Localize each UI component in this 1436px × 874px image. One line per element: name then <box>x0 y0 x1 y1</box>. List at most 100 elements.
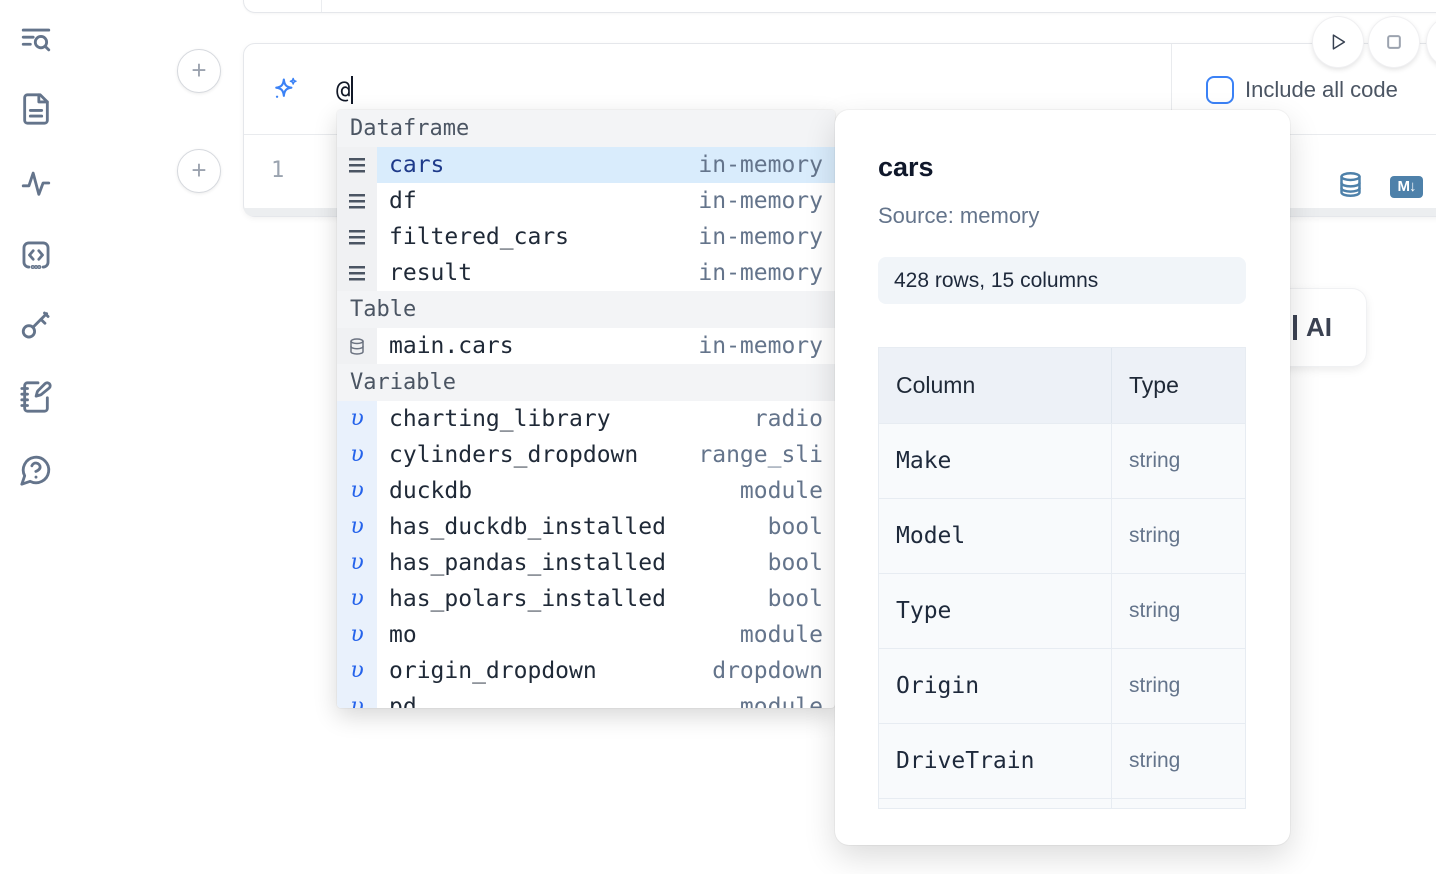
item-icon-gutter: υ <box>337 689 377 708</box>
item-main: has_polars_installed bool <box>377 581 835 617</box>
item-type: radio <box>753 406 823 432</box>
item-main: has_duckdb_installed bool <box>377 509 835 545</box>
item-icon-gutter: υ <box>337 473 377 509</box>
ai-prompt-input[interactable]: @ <box>336 74 354 106</box>
column-type-cell: string <box>1111 649 1245 723</box>
variable-icon: υ <box>350 514 364 539</box>
code-square-icon[interactable] <box>19 238 53 272</box>
autocomplete-item[interactable]: df in-memory <box>337 183 835 219</box>
item-name: duckdb <box>389 478 473 504</box>
autocomplete-item[interactable]: υ has_polars_installed bool <box>337 581 835 617</box>
item-type: in-memory <box>698 188 823 214</box>
play-icon <box>1332 34 1346 50</box>
clipped-glyph <box>1293 315 1297 340</box>
stop-button[interactable] <box>1369 17 1419 67</box>
rows-icon <box>349 157 365 173</box>
item-type: bool <box>767 550 823 576</box>
add-cell-button-bottom[interactable]: + <box>177 149 221 193</box>
item-icon-gutter <box>337 255 377 291</box>
previous-cell-fragment <box>243 0 1436 13</box>
item-type: module <box>739 694 823 708</box>
datasource-icon[interactable] <box>1337 171 1364 201</box>
variable-icon: υ <box>350 658 364 683</box>
item-main: result in-memory <box>377 255 835 291</box>
preview-title: cars <box>878 152 934 182</box>
include-all-code-checkbox[interactable] <box>1206 76 1234 104</box>
list-search-icon[interactable] <box>19 23 53 57</box>
key-icon[interactable] <box>19 308 53 342</box>
item-name: origin_dropdown <box>389 658 597 684</box>
notebook-pen-icon[interactable] <box>19 380 53 414</box>
item-main: df in-memory <box>377 183 835 219</box>
item-type: bool <box>767 586 823 612</box>
variable-icon: υ <box>350 694 364 709</box>
help-circle-icon[interactable] <box>19 453 53 487</box>
item-name: df <box>389 188 417 214</box>
more-button-clipped[interactable] <box>1427 17 1436 67</box>
run-button[interactable] <box>1313 17 1363 67</box>
item-icon-gutter <box>337 219 377 255</box>
item-type: module <box>739 478 823 504</box>
item-main: duckdb module <box>377 473 835 509</box>
item-type: in-memory <box>698 333 823 359</box>
item-name: filtered_cars <box>389 224 570 250</box>
code-editor-row[interactable]: 1 <box>244 134 1436 208</box>
prompt-divider <box>1171 44 1172 134</box>
item-type: bool <box>767 514 823 540</box>
item-icon-gutter: υ <box>337 617 377 653</box>
column-name-cell: Make <box>896 448 952 474</box>
item-icon-gutter: υ <box>337 653 377 689</box>
column-type-cell: string <box>1111 574 1245 648</box>
item-icon-gutter <box>337 183 377 219</box>
preview-source: Source: memory <box>878 203 1040 228</box>
item-icon-gutter: υ <box>337 509 377 545</box>
column-type-cell: string <box>1111 424 1245 498</box>
autocomplete-item[interactable]: result in-memory <box>337 255 835 291</box>
autocomplete-item[interactable]: υ has_duckdb_installed bool <box>337 509 835 545</box>
item-name: cylinders_dropdown <box>389 442 639 468</box>
file-text-icon[interactable] <box>19 92 53 126</box>
markdown-convert-icon[interactable]: M↓ <box>1390 176 1423 198</box>
schema-table-row: Make string <box>879 423 1245 498</box>
item-name: result <box>389 260 473 286</box>
type-header: Type <box>1111 348 1245 423</box>
schema-table-row: Origin string <box>879 648 1245 723</box>
item-name: cars <box>389 152 445 178</box>
item-name: has_duckdb_installed <box>389 514 666 540</box>
item-icon-gutter: υ <box>337 581 377 617</box>
stop-icon <box>1387 35 1401 49</box>
ai-sparkle-icon <box>271 76 299 104</box>
autocomplete-section-header: Table <box>337 291 835 328</box>
column-type-cell: string <box>1111 724 1245 798</box>
item-icon-gutter <box>337 147 377 183</box>
add-cell-button-top[interactable]: + <box>177 49 221 93</box>
include-all-code-label: Include all code <box>1245 77 1398 102</box>
cell-divider <box>321 0 322 12</box>
column-name-cell: Model <box>896 523 966 549</box>
item-icon-gutter <box>337 328 377 364</box>
column-name-cell: Origin <box>896 673 980 699</box>
activity-icon[interactable] <box>19 166 53 200</box>
item-type: in-memory <box>698 260 823 286</box>
item-name: has_polars_installed <box>389 586 666 612</box>
ai-button-label: AI <box>1306 312 1332 342</box>
